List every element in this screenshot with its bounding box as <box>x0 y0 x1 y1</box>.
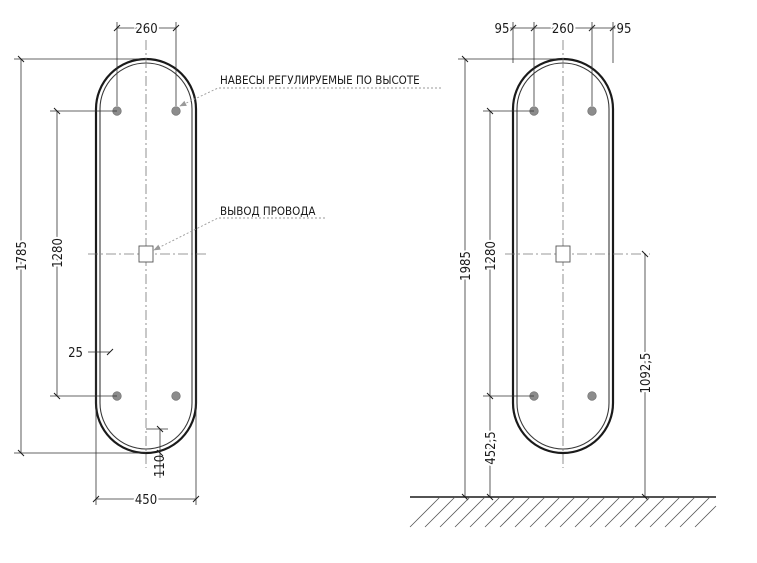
hangers-note: НАВЕСЫ РЕГУЛИРУЕМЫЕ ПО ВЫСОТЕ <box>220 73 420 87</box>
right-wire-outlet-box <box>555 245 571 263</box>
left-height-label: 1785 <box>15 241 30 271</box>
left-top-width-label: 260 <box>135 22 157 37</box>
left-wire-outlet-box <box>138 245 154 263</box>
hangers-leader <box>179 87 441 107</box>
right-total-height-label: 1985 <box>459 251 474 281</box>
left-mount-spacing-label: 1280 <box>51 238 66 268</box>
right-view: 95 260 95 1985 1280 452,5 1092,5 <box>409 20 717 528</box>
right-hole-bottom-right <box>587 391 597 401</box>
left-bottom-offset-label: 110 <box>153 455 168 477</box>
right-right-offset-label: 95 <box>617 22 632 37</box>
left-hole-bottom-right <box>171 391 181 401</box>
floor-hatching <box>409 496 717 528</box>
left-side-offset-label: 25 <box>68 346 83 361</box>
right-mount-spacing-label: 1280 <box>484 241 499 271</box>
right-hole-top-right <box>587 106 597 116</box>
left-hole-top-right <box>171 106 181 116</box>
right-mount-width-label: 260 <box>552 22 574 37</box>
wire-note: ВЫВОД ПРОВОДА <box>220 204 315 218</box>
right-floor-to-mount-label: 452,5 <box>484 431 499 464</box>
right-floor-to-wire-label: 1092,5 <box>639 353 654 394</box>
left-bottom-width-label: 450 <box>135 493 157 508</box>
right-left-offset-label: 95 <box>495 22 510 37</box>
wire-leader <box>153 217 325 251</box>
left-view: 260 1785 1280 25 110 450 НАВЕСЫ РЕГУЛИРУ… <box>13 20 441 510</box>
